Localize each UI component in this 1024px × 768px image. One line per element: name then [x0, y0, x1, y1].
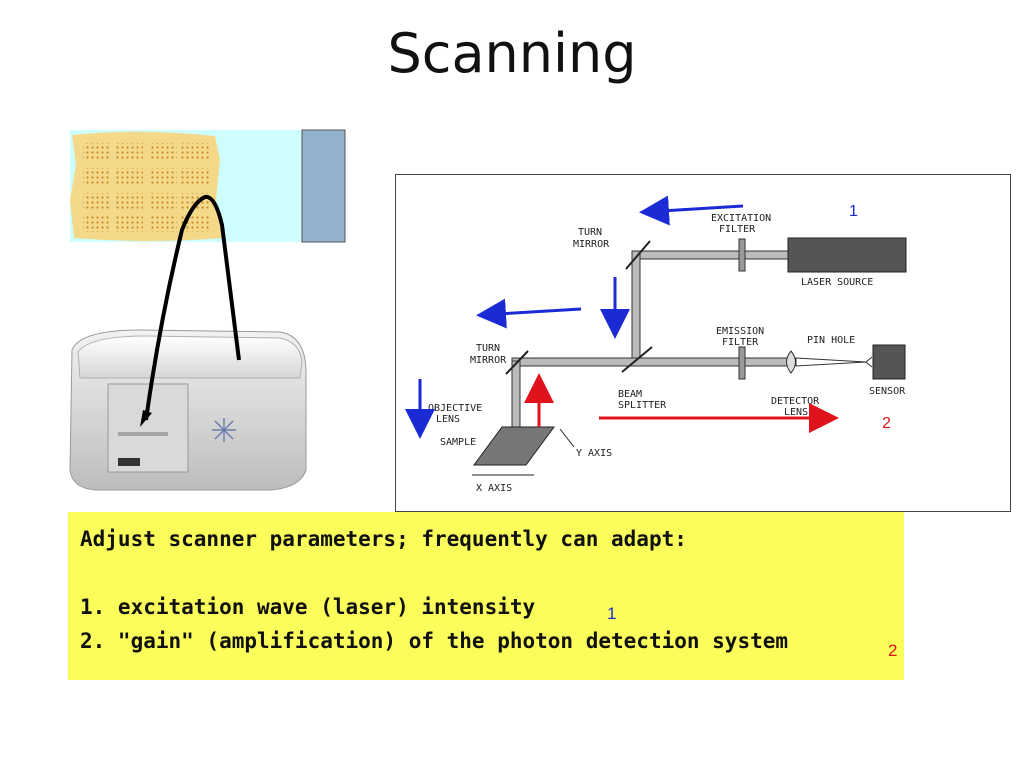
laser-source-label: LASER SOURCE	[801, 277, 873, 288]
pin-hole	[795, 356, 873, 368]
detector-lens	[786, 350, 796, 374]
detector-lens-label-1: DETECTOR	[771, 396, 820, 407]
objective-lens-label-1: OBJECTIVE	[428, 403, 482, 414]
insert-slide-arrow	[140, 194, 241, 427]
emission-filter	[738, 346, 746, 380]
textbox-marker-2: 2	[888, 641, 898, 660]
sample-stage	[473, 426, 555, 466]
textbox-item-1: 1. excitation wave (laser) intensity	[80, 595, 536, 619]
objective-lens-label-2: LENS	[436, 414, 460, 425]
sensor-block	[872, 344, 906, 380]
excitation-filter	[738, 238, 746, 272]
emission-filter-label-1: EMISSION	[716, 326, 764, 337]
beam-splitter-label-1: BEAM	[618, 389, 642, 400]
marker-two: 2	[882, 415, 891, 432]
excitation-arrow-left	[476, 298, 582, 329]
sample-label: SAMPLE	[440, 437, 476, 448]
turn-mirror-left	[505, 350, 529, 375]
excitation-arrow-top	[639, 195, 744, 226]
slide-title: Scanning	[387, 22, 637, 85]
textbox-marker-1: 1	[607, 604, 617, 623]
marker-one: 1	[849, 203, 858, 220]
textbox-heading: Adjust scanner parameters; frequently ca…	[80, 527, 687, 551]
turn-mirror-top-label-2: MIRROR	[573, 239, 610, 250]
excitation-filter-label-2: FILTER	[719, 224, 756, 235]
beam-splitter-label-2: SPLITTER	[618, 400, 667, 411]
microarray-slide	[70, 129, 346, 243]
optical-diagram: LASER SOURCE EXCITATION FILTER TURN MIRR…	[395, 174, 1011, 512]
turn-mirror-left-label-1: TURN	[476, 343, 500, 354]
agilent-logo-icon	[212, 418, 236, 442]
y-axis-label: Y AXIS	[576, 448, 612, 459]
parameters-textbox: Adjust scanner parameters; frequently ca…	[68, 512, 904, 680]
laser-source-block	[787, 237, 907, 273]
x-axis-label: X AXIS	[476, 483, 512, 494]
spot-area	[70, 131, 222, 241]
excitation-filter-label-1: EXCITATION	[711, 213, 771, 224]
pin-hole-label: PIN HOLE	[807, 335, 855, 346]
detector-lens-label-2: LENS	[784, 407, 808, 418]
scanner-device	[68, 325, 310, 495]
turn-mirror-left-label-2: MIRROR	[470, 355, 507, 366]
spot-grid	[83, 143, 209, 232]
y-axis-line	[559, 428, 575, 448]
textbox-item-2: 2. "gain" (amplification) of the photon …	[80, 629, 789, 653]
vertical-beam	[631, 250, 641, 364]
textbox-gap	[80, 556, 892, 590]
sensor-label: SENSOR	[869, 386, 906, 397]
upper-beam	[635, 250, 789, 260]
objective-beam	[511, 360, 521, 434]
lower-beam	[511, 357, 789, 367]
turn-mirror-top-label-1: TURN	[578, 227, 602, 238]
beam-splitter	[621, 346, 653, 373]
turn-mirror-top	[625, 240, 651, 270]
emission-filter-label-2: FILTER	[722, 337, 759, 348]
